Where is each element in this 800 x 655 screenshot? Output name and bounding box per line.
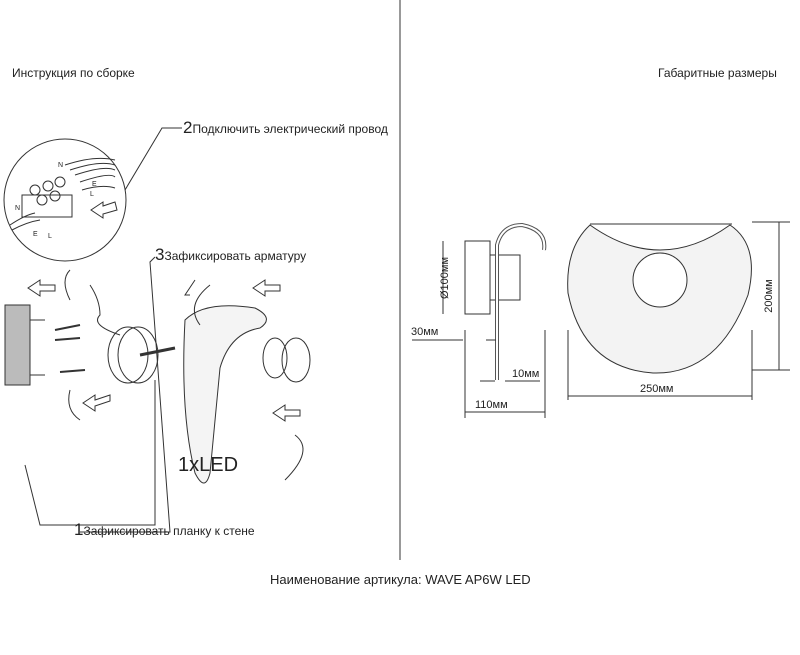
- wiring-detail: N E L N E L: [3, 138, 127, 262]
- dimensions-title: Габаритные размеры: [658, 66, 777, 80]
- step-text: Подключить электрический провод: [192, 122, 388, 136]
- step-1: 1Зафиксировать планку к стене: [74, 520, 255, 540]
- article-name: Наименование артикула: WAVE AP6W LED: [270, 572, 531, 587]
- leader-line-3: [80, 256, 171, 533]
- dim-diameter: Ø100мм: [439, 257, 451, 299]
- dim-height: 200мм: [763, 279, 775, 312]
- svg-text:E: E: [92, 181, 97, 188]
- svg-text:L: L: [48, 233, 52, 240]
- side-view: [412, 222, 547, 418]
- svg-text:E: E: [33, 231, 38, 238]
- step-text: Зафиксировать арматуру: [164, 249, 307, 263]
- front-view: [567, 221, 790, 400]
- dim-base-depth: 30мм: [411, 326, 438, 338]
- step-2: 2Подключить электрический провод: [183, 118, 388, 138]
- dim-depth: 110мм: [475, 399, 508, 411]
- mounting-plate: [54, 269, 176, 421]
- arrow-icon: [90, 201, 118, 219]
- leader-line-2: [124, 127, 182, 191]
- led-label: 1xLED: [178, 454, 238, 476]
- step-number: 2: [183, 118, 193, 137]
- step-number: 1: [74, 520, 84, 539]
- wall: [4, 279, 56, 386]
- svg-text:N: N: [58, 162, 63, 169]
- step-number: 3: [155, 245, 165, 264]
- dim-width: 250мм: [640, 383, 673, 395]
- leader-line-1: [24, 380, 156, 526]
- assembly-title: Инструкция по сборке: [12, 66, 135, 80]
- step-3: 3Зафиксировать арматуру: [155, 245, 306, 265]
- step-text: Зафиксировать планку к стене: [83, 524, 255, 538]
- svg-text:L: L: [90, 191, 94, 198]
- svg-text:N: N: [15, 205, 20, 212]
- lamp-shade: [183, 279, 311, 484]
- dim-rod: 10мм: [512, 368, 539, 380]
